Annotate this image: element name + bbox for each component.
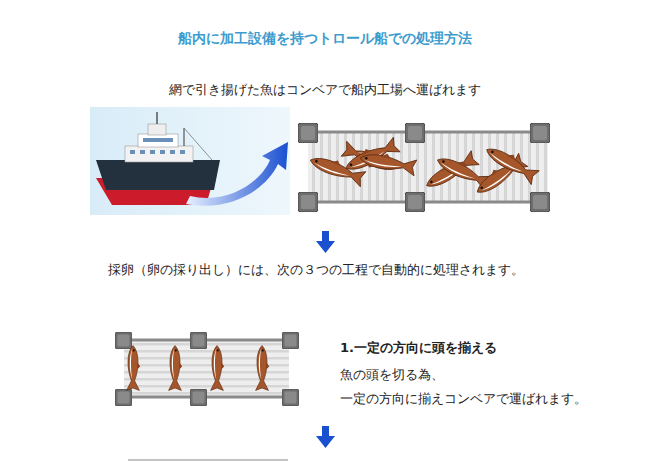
step-heading: 1.一定の方向に頭を揃える	[340, 339, 497, 357]
process-text: 採卵（卵の採り出し）には、次の３つの工程で自動的に処理されます。	[108, 261, 524, 279]
down-arrow	[316, 231, 335, 253]
down-arrow	[316, 426, 335, 448]
flow-arrow	[186, 142, 288, 206]
ship	[96, 112, 220, 205]
intro-text: 網で引き揚げた魚はコンベアで船内工場へ運ばれます	[169, 81, 481, 99]
page-title: 船内に加工設備を持つトロール船での処理方法	[178, 29, 472, 47]
conveyor	[298, 123, 550, 212]
conveyor	[115, 332, 299, 406]
step-text: 魚の頭を切る為、	[340, 366, 444, 384]
divider	[128, 460, 288, 461]
step-text: 一定の方向に揃えコンベアで運ばれます。	[340, 390, 587, 408]
